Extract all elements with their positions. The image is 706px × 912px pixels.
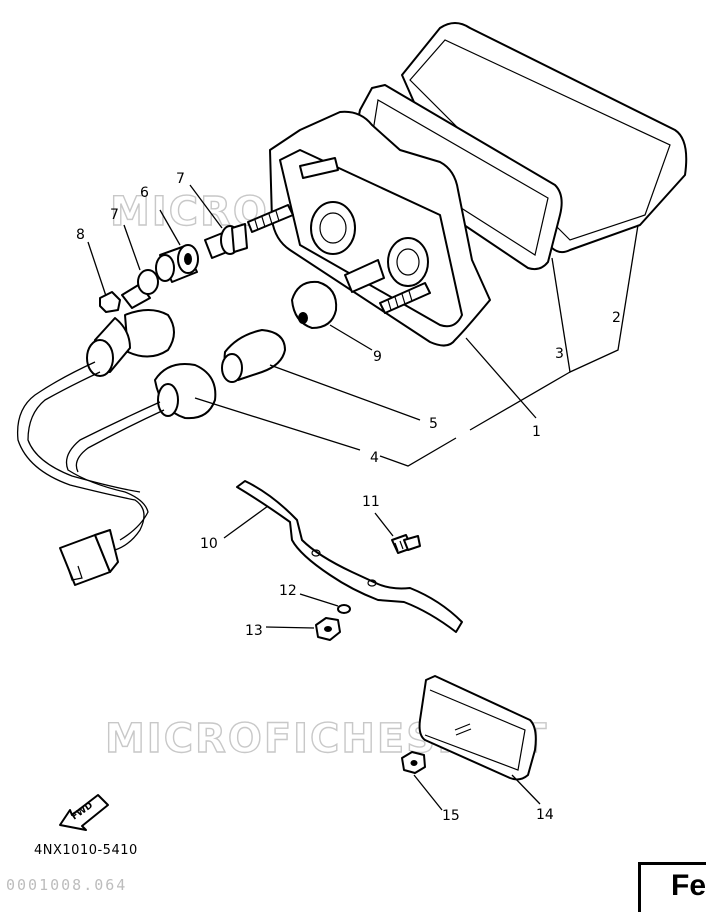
callout-7-upper: 7 bbox=[176, 171, 185, 187]
callout-labels: 1 2 3 4 5 6 7 7 8 9 10 11 12 13 14 15 bbox=[76, 171, 621, 824]
fwd-arrow-icon: FWD bbox=[59, 794, 109, 831]
callout-6: 6 bbox=[140, 185, 149, 201]
part-7-socket-left bbox=[121, 269, 159, 309]
part-4-socket bbox=[65, 363, 217, 541]
part-14-reflector bbox=[418, 675, 537, 781]
part-6-grommet bbox=[155, 244, 199, 283]
footer-code: 0001008.064 bbox=[6, 876, 128, 894]
callout-15: 15 bbox=[442, 808, 460, 824]
part-1-base bbox=[247, 110, 491, 347]
callout-9: 9 bbox=[373, 349, 382, 365]
part-15-nut bbox=[401, 751, 426, 774]
callout-3: 3 bbox=[555, 346, 564, 362]
part-9-cap bbox=[291, 280, 338, 329]
part-code: 4NX1010-5410 bbox=[34, 843, 138, 858]
part-11-bolt bbox=[391, 534, 421, 554]
callout-4: 4 bbox=[370, 450, 379, 466]
figure-label: Fe bbox=[671, 869, 706, 902]
callout-8: 8 bbox=[76, 227, 85, 243]
part-5-bulb bbox=[221, 329, 286, 383]
callout-14: 14 bbox=[536, 807, 554, 823]
part-13-nut bbox=[315, 617, 341, 641]
callout-12: 12 bbox=[279, 583, 297, 599]
callout-11: 11 bbox=[362, 494, 380, 510]
callout-7-left: 7 bbox=[110, 207, 119, 223]
callout-5: 5 bbox=[429, 416, 438, 432]
callout-10: 10 bbox=[200, 536, 218, 552]
part-12-washer bbox=[337, 604, 351, 614]
leader-lines bbox=[87, 184, 639, 811]
callout-1: 1 bbox=[532, 424, 541, 440]
figure-label-box: Fe bbox=[638, 862, 706, 912]
wire-assembly-upper bbox=[16, 309, 175, 551]
callout-2: 2 bbox=[612, 310, 621, 326]
wire-connector bbox=[59, 529, 119, 586]
part-8-nut bbox=[99, 291, 121, 313]
part-7-socket-upper bbox=[204, 223, 248, 259]
callout-13: 13 bbox=[245, 623, 263, 639]
part-10-bracket bbox=[236, 480, 463, 633]
